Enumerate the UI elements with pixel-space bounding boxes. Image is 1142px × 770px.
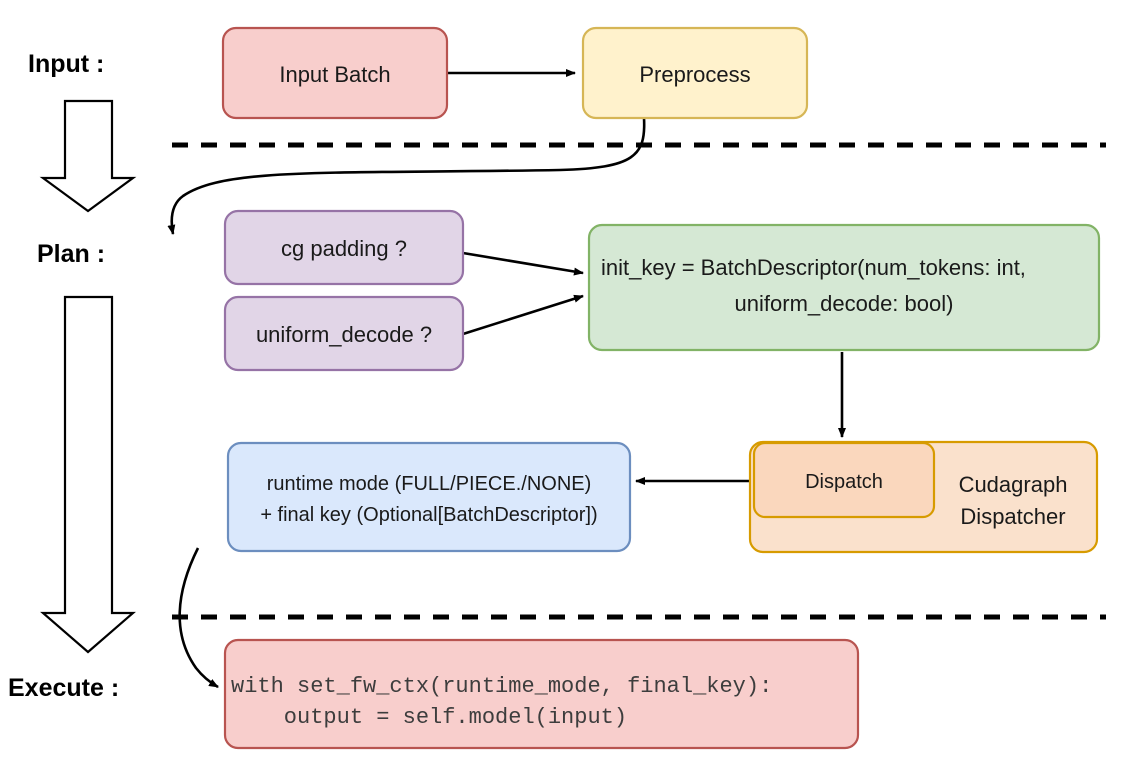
edge-uniform-decode-to-init-key [462,294,584,336]
node-dispatch-label: Dispatch [805,471,883,493]
node-init-key-label-line2: uniform_decode: bool) [735,291,954,316]
node-uniform-decode-label: uniform_decode ? [256,322,432,347]
stage-label-execute: Execute : [8,674,119,702]
node-cg-padding-label: cg padding ? [281,236,407,261]
edge-preprocess-to-cg-padding [167,117,646,235]
node-runtime-mode-label-line1: runtime mode (FULL/PIECE./NONE) [267,473,592,495]
node-dispatch[interactable]: Dispatch [752,441,936,519]
node-execute-code-shape [223,638,860,750]
node-cudagraph-dispatcher-label-line2: Dispatcher [960,504,1065,529]
node-input-batch-label: Input Batch [279,62,390,87]
node-preprocess[interactable]: Preprocess [581,26,809,120]
node-preprocess-shape [581,26,809,120]
stage-arrow-plan-to-execute [40,295,136,654]
node-input-batch-shape [221,26,449,120]
stage-label-input: Input : [28,50,104,78]
node-runtime-mode-shape [226,441,632,553]
node-init-key[interactable]: init_key = BatchDescriptor(num_tokens: i… [587,223,1101,352]
stage-label-plan: Plan : [37,240,105,268]
node-dispatch-shape [752,441,936,519]
node-cg-padding[interactable]: cg padding ? [223,209,465,286]
node-input-batch[interactable]: Input Batch [221,26,449,120]
node-execute-code-line2: output = self.model(input) [231,705,627,730]
edge-cg-padding-to-init-key [462,251,584,276]
stage-arrow-input-to-plan [39,99,137,213]
edge-runtime-mode-to-execute-code [178,547,219,689]
node-runtime-mode-label-line2: + final key (Optional[BatchDescriptor]) [260,504,597,526]
node-execute-code[interactable]: with set_fw_ctx(runtime_mode, final_key)… [223,638,860,750]
node-uniform-decode[interactable]: uniform_decode ? [223,295,465,372]
node-init-key-label-line1: init_key = BatchDescriptor(num_tokens: i… [601,255,1026,280]
node-cudagraph-dispatcher-label-line1: Cudagraph [959,472,1068,497]
node-cg-padding-shape [223,209,465,286]
node-execute-code-line1: with set_fw_ctx(runtime_mode, final_key)… [231,674,772,699]
node-uniform-decode-shape [223,295,465,372]
node-preprocess-label: Preprocess [639,62,750,87]
node-runtime-mode[interactable]: runtime mode (FULL/PIECE./NONE) + final … [226,441,632,553]
node-init-key-shape [587,223,1101,352]
